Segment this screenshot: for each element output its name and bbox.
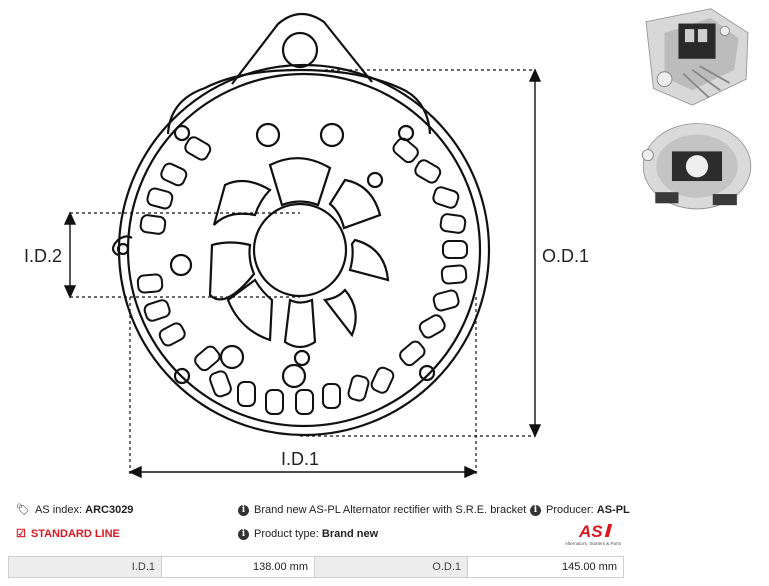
dimension-label: I.D.1 <box>8 556 162 578</box>
producer-value: AS-PL <box>596 504 630 516</box>
logo-tagline: Alternators, Starters & Parts <box>565 541 622 546</box>
as-index-label: AS index: <box>34 504 83 516</box>
producer-label: Producer: <box>546 504 594 516</box>
product-image-bottom[interactable] <box>632 118 762 220</box>
check-square-icon: ☑ <box>16 527 26 540</box>
label-id1: I.D.1 <box>281 449 319 469</box>
product-type-label: Product type: <box>254 528 319 540</box>
info-icon: i <box>238 504 249 516</box>
as-index-row: 🏷︎ AS index: ARC3029 <box>16 504 133 516</box>
standard-line-badge: ☑ STANDARD LINE <box>16 528 120 540</box>
dimensions-table: I.D.1 138.00 mm O.D.1 145.00 mm <box>8 556 624 578</box>
as-pl-logo: AS Alternators, Starters & Parts <box>565 521 625 547</box>
logo-mark: AS <box>578 522 603 541</box>
as-index-value: ARC3029 <box>85 504 134 516</box>
product-image-top[interactable] <box>632 5 762 107</box>
product-type-row: i Product type: Brand new <box>238 528 378 540</box>
producer-row: i Producer: AS-PL <box>530 504 630 516</box>
product-type-value: Brand new <box>321 528 379 540</box>
label-od1: O.D.1 <box>542 246 589 266</box>
mounting-ear <box>231 12 373 85</box>
info-icon: i <box>238 528 249 540</box>
dimension-value: 145.00 mm <box>467 556 624 578</box>
dimension-value: 138.00 mm <box>161 556 315 578</box>
label-id2: I.D.2 <box>24 246 62 266</box>
info-icon: i <box>530 504 541 516</box>
standard-line-text: STANDARD LINE <box>30 528 120 540</box>
dimension-label: O.D.1 <box>314 556 468 578</box>
technical-drawing: I.D.2 O.D.1 I.D.1 <box>24 12 589 479</box>
description-row: i Brand new AS-PL Alternator rectifier w… <box>238 504 526 516</box>
description-text: Brand new AS-PL Alternator rectifier wit… <box>254 504 527 516</box>
tag-icon: 🏷︎ <box>16 503 30 516</box>
table-row: I.D.1 138.00 mm O.D.1 145.00 mm <box>8 556 624 578</box>
rectifier-photo-top <box>645 8 749 106</box>
center-hub <box>252 202 348 298</box>
rectifier-photo-bottom <box>641 123 752 210</box>
vent-slots <box>136 136 468 415</box>
